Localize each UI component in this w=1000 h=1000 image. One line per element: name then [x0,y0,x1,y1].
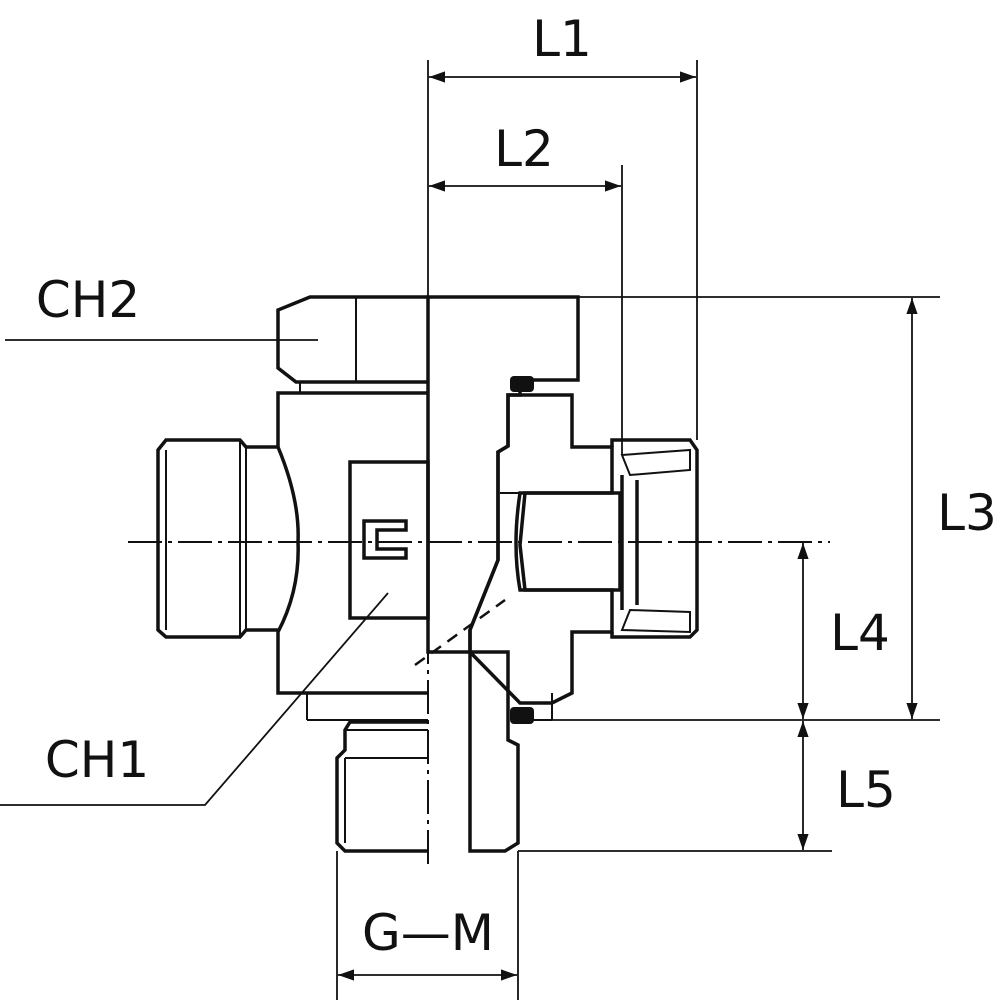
section-stem [468,393,614,705]
exterior-view [156,295,430,853]
label-l3: L3 [937,484,997,542]
wrench-flat-ch1 [348,460,430,620]
section-nut [426,295,580,654]
label-l2: L2 [494,120,554,178]
dimensions: L1 L2 L3 L4 L5 CH1 CH2 G—M [0,10,997,1000]
tool-mark [362,519,408,560]
bottom-seal-ring [510,707,534,724]
label-l1: L1 [532,10,592,68]
section-shank [468,650,520,853]
leader-ch1 [0,592,389,806]
label-l4: L4 [830,604,890,662]
cross-bore [514,491,622,592]
bottom-spigot [335,720,428,853]
left-threaded-port [156,438,278,639]
section-view [426,295,699,853]
label-ch1: CH1 [45,731,149,789]
right-threaded-port [610,438,699,639]
label-l5: L5 [836,761,896,819]
top-seal-ring [510,376,534,392]
label-gm: G—M [362,904,494,962]
label-ch2: CH2 [36,271,140,329]
hex-nut-ch2 [276,295,428,384]
